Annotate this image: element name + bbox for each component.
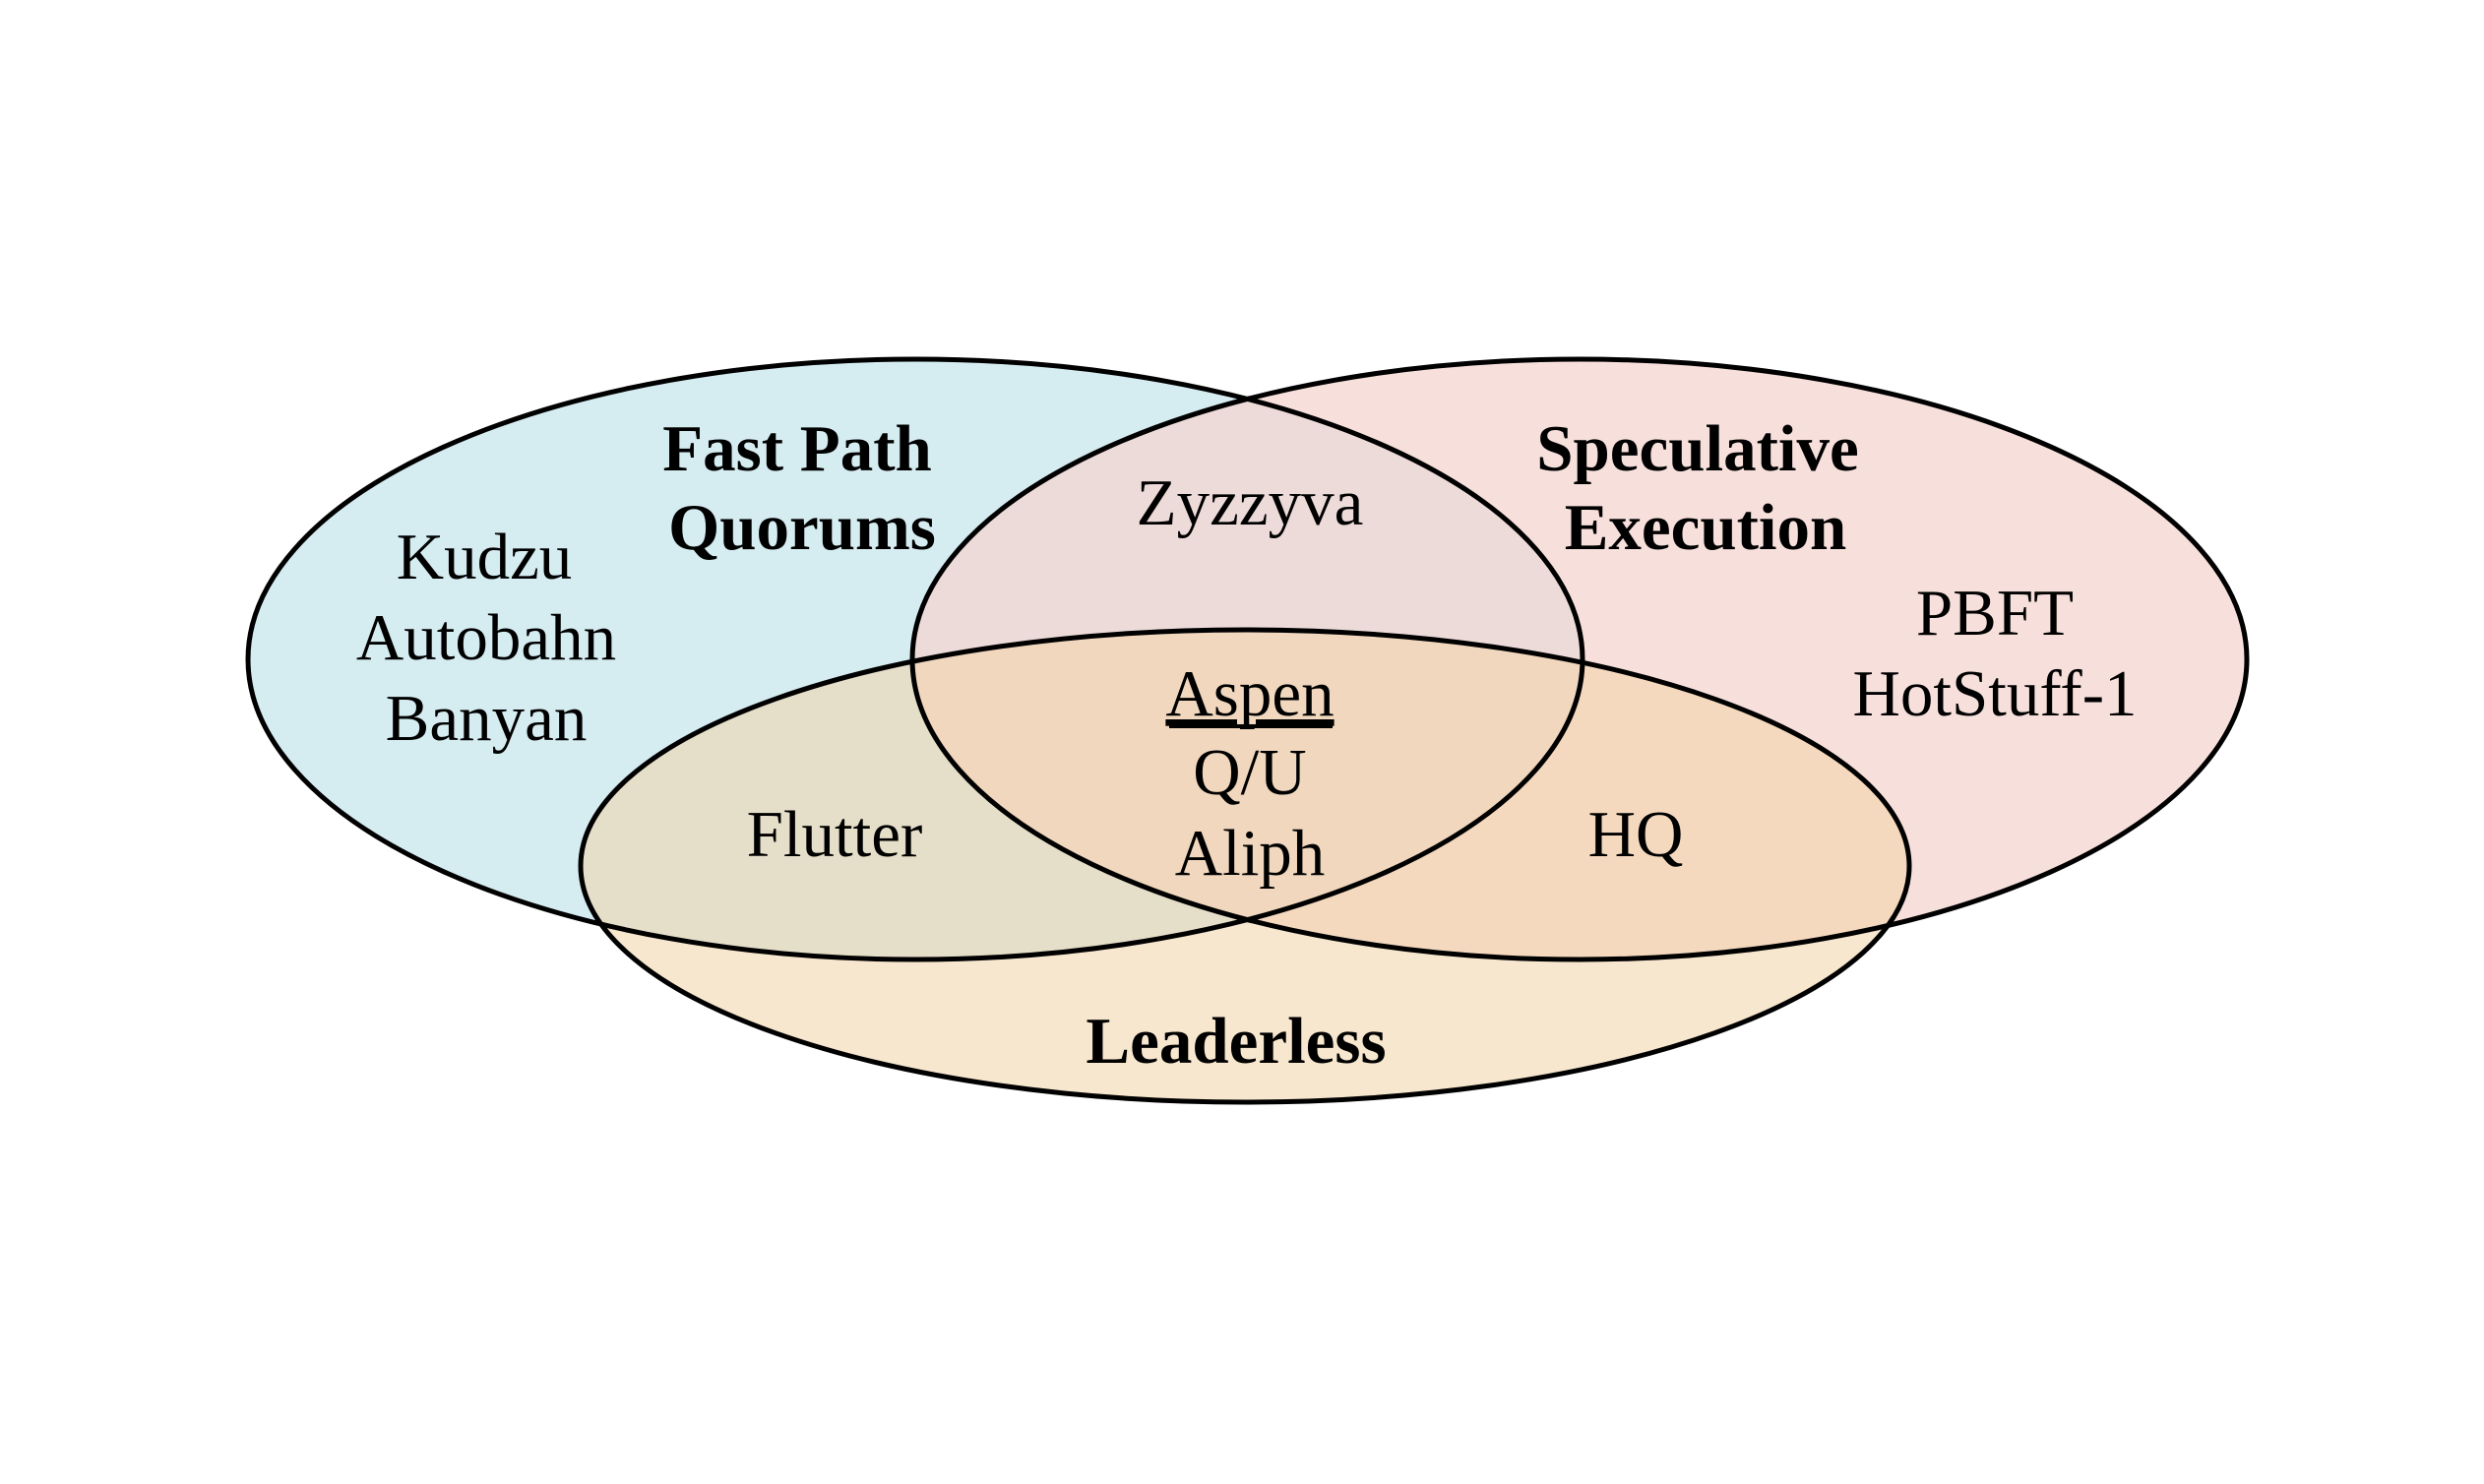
region-item-hotstuff-1: HotStuff-1 [1852,657,2137,730]
set-fills [248,359,2247,1102]
region-item-aspen: Aspen [1165,657,1334,730]
fast-path-label-line1: Fast Path [662,412,932,485]
region-item-aliph: Aliph [1175,817,1326,890]
region-item-flutter: Flutter [747,798,923,871]
region-item-qu: Q/U [1193,736,1306,809]
fast-path-label-line2: Quorums [668,491,936,564]
speculative-label-line2: Execution [1565,491,1847,564]
fast-path-quorums-outline [245,356,1585,962]
region-item-pbft: PBFT [1916,577,2074,649]
leaderless-outline [578,627,1912,1105]
region-item-banyan: Banyan [386,682,588,755]
region-item-kudzu: Kudzu [397,521,573,593]
region-item-zyzzyva: Zyzzyva [1137,466,1364,539]
leaderless-set [581,630,1909,1102]
set-outlines [245,356,2250,1105]
speculative-label-line1: Speculative [1536,412,1859,485]
region-item-autobahn: Autobahn [356,601,616,674]
leaderless-label: Leaderless [1086,1005,1386,1078]
region-item-hq: HQ [1588,798,1684,871]
